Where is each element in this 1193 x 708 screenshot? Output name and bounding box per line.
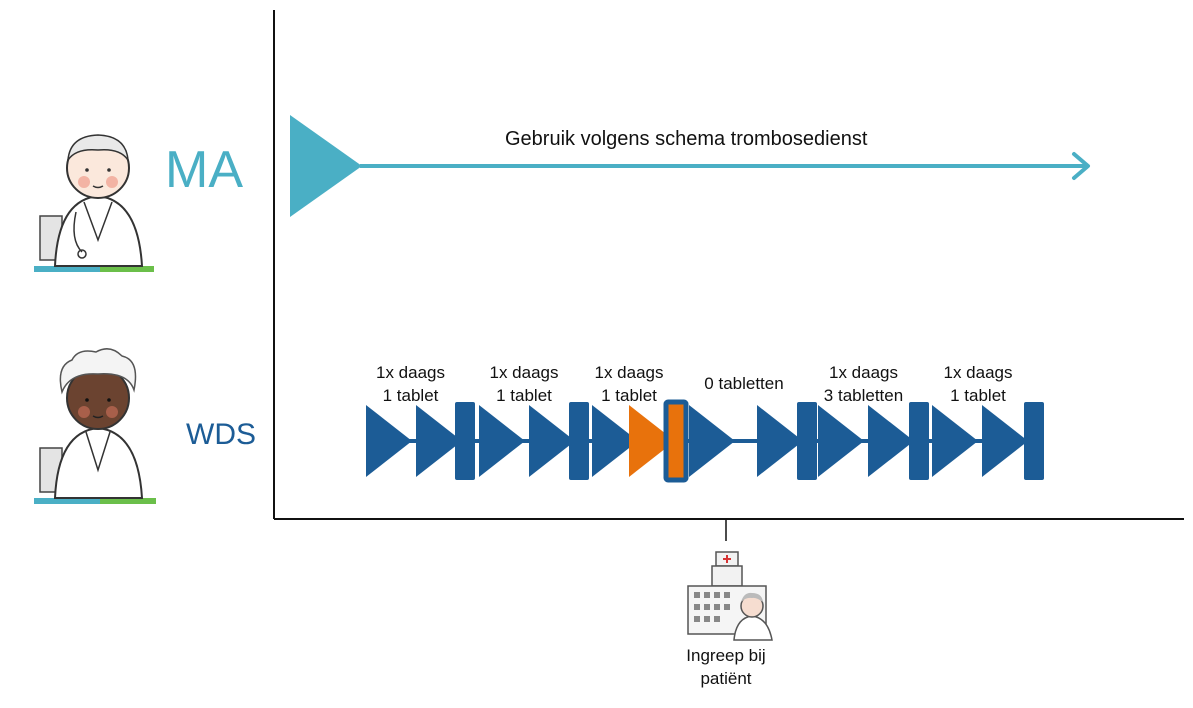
wds-segment-dose-line1: 1x daags — [943, 363, 1013, 382]
wds-segment-triangle — [818, 405, 864, 477]
wds-segment-bar — [569, 402, 589, 480]
wds-highlight-bar — [663, 399, 689, 483]
event-caption-line1: Ingreep bij — [686, 646, 766, 665]
hospital-with-doctor-icon — [687, 551, 773, 641]
wds-role-label: WDS — [186, 418, 256, 451]
wds-segment-triangle — [366, 405, 412, 477]
wds-segment-dose-line1: 1x daags — [594, 363, 664, 382]
wds-segment-dose-line2: 1 tablet — [950, 386, 1006, 405]
ma-start-triangle — [290, 115, 362, 217]
wds-segment-bar — [455, 402, 475, 480]
wds-segment-triangle — [592, 405, 638, 477]
wds-segment-triangle — [932, 405, 978, 477]
ma-description: Gebruik volgens schema trombosedienst — [505, 128, 868, 150]
ma-role-label: MA — [165, 141, 243, 199]
ma-timeline — [290, 115, 1090, 217]
wds-segment-bar — [797, 402, 817, 480]
wds-segment-dose-line2: 1 tablet — [496, 386, 552, 405]
event-caption-line2: patiënt — [700, 669, 752, 688]
wds-segment-triangle — [868, 405, 914, 477]
ma-arrow-head — [1072, 152, 1090, 180]
wds-segment-dose-line2: 3 tabletten — [823, 386, 904, 405]
wds-segment-triangle — [479, 405, 525, 477]
wds-segment-bar — [1024, 402, 1044, 480]
wds-segment-bar — [909, 402, 929, 480]
wds-segment-dose-line2: 1 tablet — [601, 386, 657, 405]
wds-segment-triangle — [416, 405, 462, 477]
wds-segment-triangle — [689, 405, 735, 477]
pharmacist-avatar-icon — [34, 134, 154, 272]
wds-segment-triangle — [529, 405, 575, 477]
wds-segment-dose-line2: 1 tablet — [382, 386, 439, 405]
wds-segment-dose-line1: 1x daags — [376, 363, 445, 382]
wds-segment-triangle — [982, 405, 1028, 477]
wds-segment-dose-line1: 1x daags — [489, 363, 559, 382]
wds-segment-dose-line1: 0 tabletten — [704, 374, 784, 393]
wds-highlight-triangle — [629, 405, 675, 477]
wds-segment-dose-line1: 1x daags — [829, 363, 898, 382]
wds-segment-triangle — [757, 405, 803, 477]
wds-timeline — [366, 399, 1044, 483]
doctor-avatar-icon — [34, 348, 156, 504]
